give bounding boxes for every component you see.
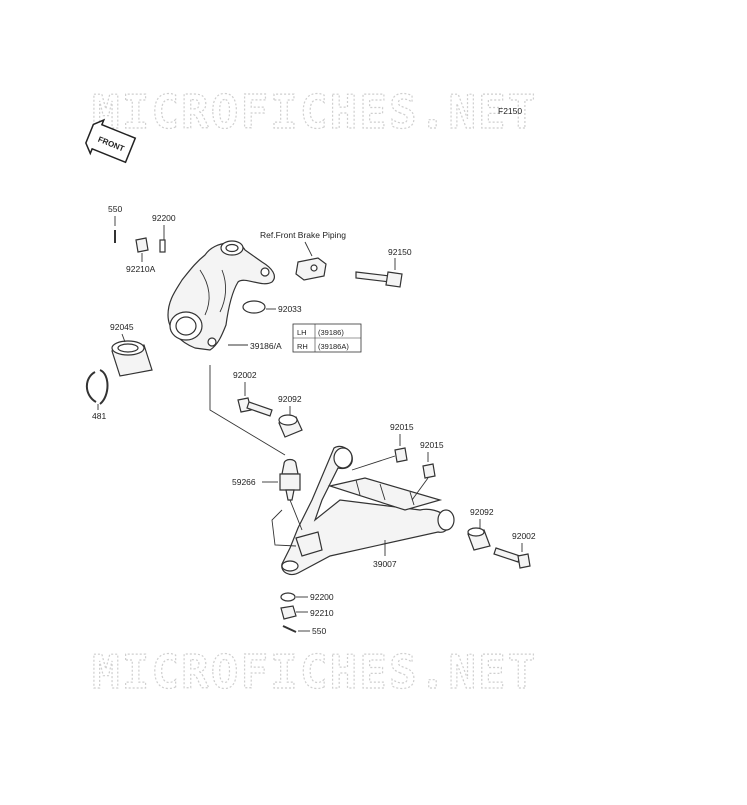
bushing-92092-left-icon (278, 414, 303, 438)
watermark-top: MICROFICHES.NET (92, 85, 537, 139)
callout-92045: 92045 (110, 322, 134, 332)
callout-92210: 92210 (310, 608, 334, 618)
ball-joint-59266-icon (279, 458, 301, 501)
nut-92015-b-icon (422, 463, 436, 479)
bearing-92045-icon (111, 340, 153, 377)
callout-550-top: 550 (108, 204, 122, 214)
nut-92210-icon (280, 605, 297, 620)
callout-92002-left: 92002 (233, 370, 257, 380)
circlip-481-icon (85, 369, 109, 405)
table-part-rh: (39186A) (318, 342, 349, 351)
bolt-92150-icon (355, 271, 403, 288)
callout-92150: 92150 (388, 247, 412, 257)
steering-knuckle-icon (167, 240, 275, 351)
callout-92015-a: 92015 (390, 422, 414, 432)
callout-39007: 39007 (373, 559, 397, 569)
nut-92015-a-icon (394, 447, 408, 463)
bolt-92002-left-icon (237, 397, 273, 417)
callout-92200-top: 92200 (152, 213, 176, 223)
snap-ring-92033-icon (242, 300, 266, 314)
watermark-bottom: MICROFICHES.NET (92, 645, 537, 699)
washer-92200-top-icon (159, 239, 166, 253)
callout-59266: 59266 (232, 477, 256, 487)
lower-a-arm-icon (271, 445, 455, 576)
callout-39186a: 39186/A (250, 341, 282, 351)
washer-92200-bottom-icon (280, 592, 296, 602)
callout-92033: 92033 (278, 304, 302, 314)
callout-92092-left: 92092 (278, 394, 302, 404)
table-side-lh: LH (297, 328, 307, 337)
callout-92092-right: 92092 (470, 507, 494, 517)
figure-code: F2150 (498, 106, 522, 116)
bushing-92092-right-icon (467, 527, 491, 551)
nut-92210a-icon (135, 237, 149, 253)
cotter-pin-bottom-icon (282, 625, 297, 633)
bolt-92002-right-icon (493, 547, 531, 569)
callout-481: 481 (92, 411, 106, 421)
callout-92210a: 92210A (126, 264, 156, 274)
reference-note: Ref.Front Brake Piping (260, 230, 346, 240)
callout-550-bottom: 550 (312, 626, 326, 636)
brake-clamp-icon (295, 257, 327, 281)
front-arrow-icon: FRONT (85, 118, 137, 164)
side-table: LH (39186) RH (39186A) (292, 323, 362, 353)
callout-92002-right: 92002 (512, 531, 536, 541)
callout-92015-b: 92015 (420, 440, 444, 450)
callout-92200-bottom: 92200 (310, 592, 334, 602)
table-part-lh: (39186) (318, 328, 344, 337)
table-side-rh: RH (297, 342, 308, 351)
